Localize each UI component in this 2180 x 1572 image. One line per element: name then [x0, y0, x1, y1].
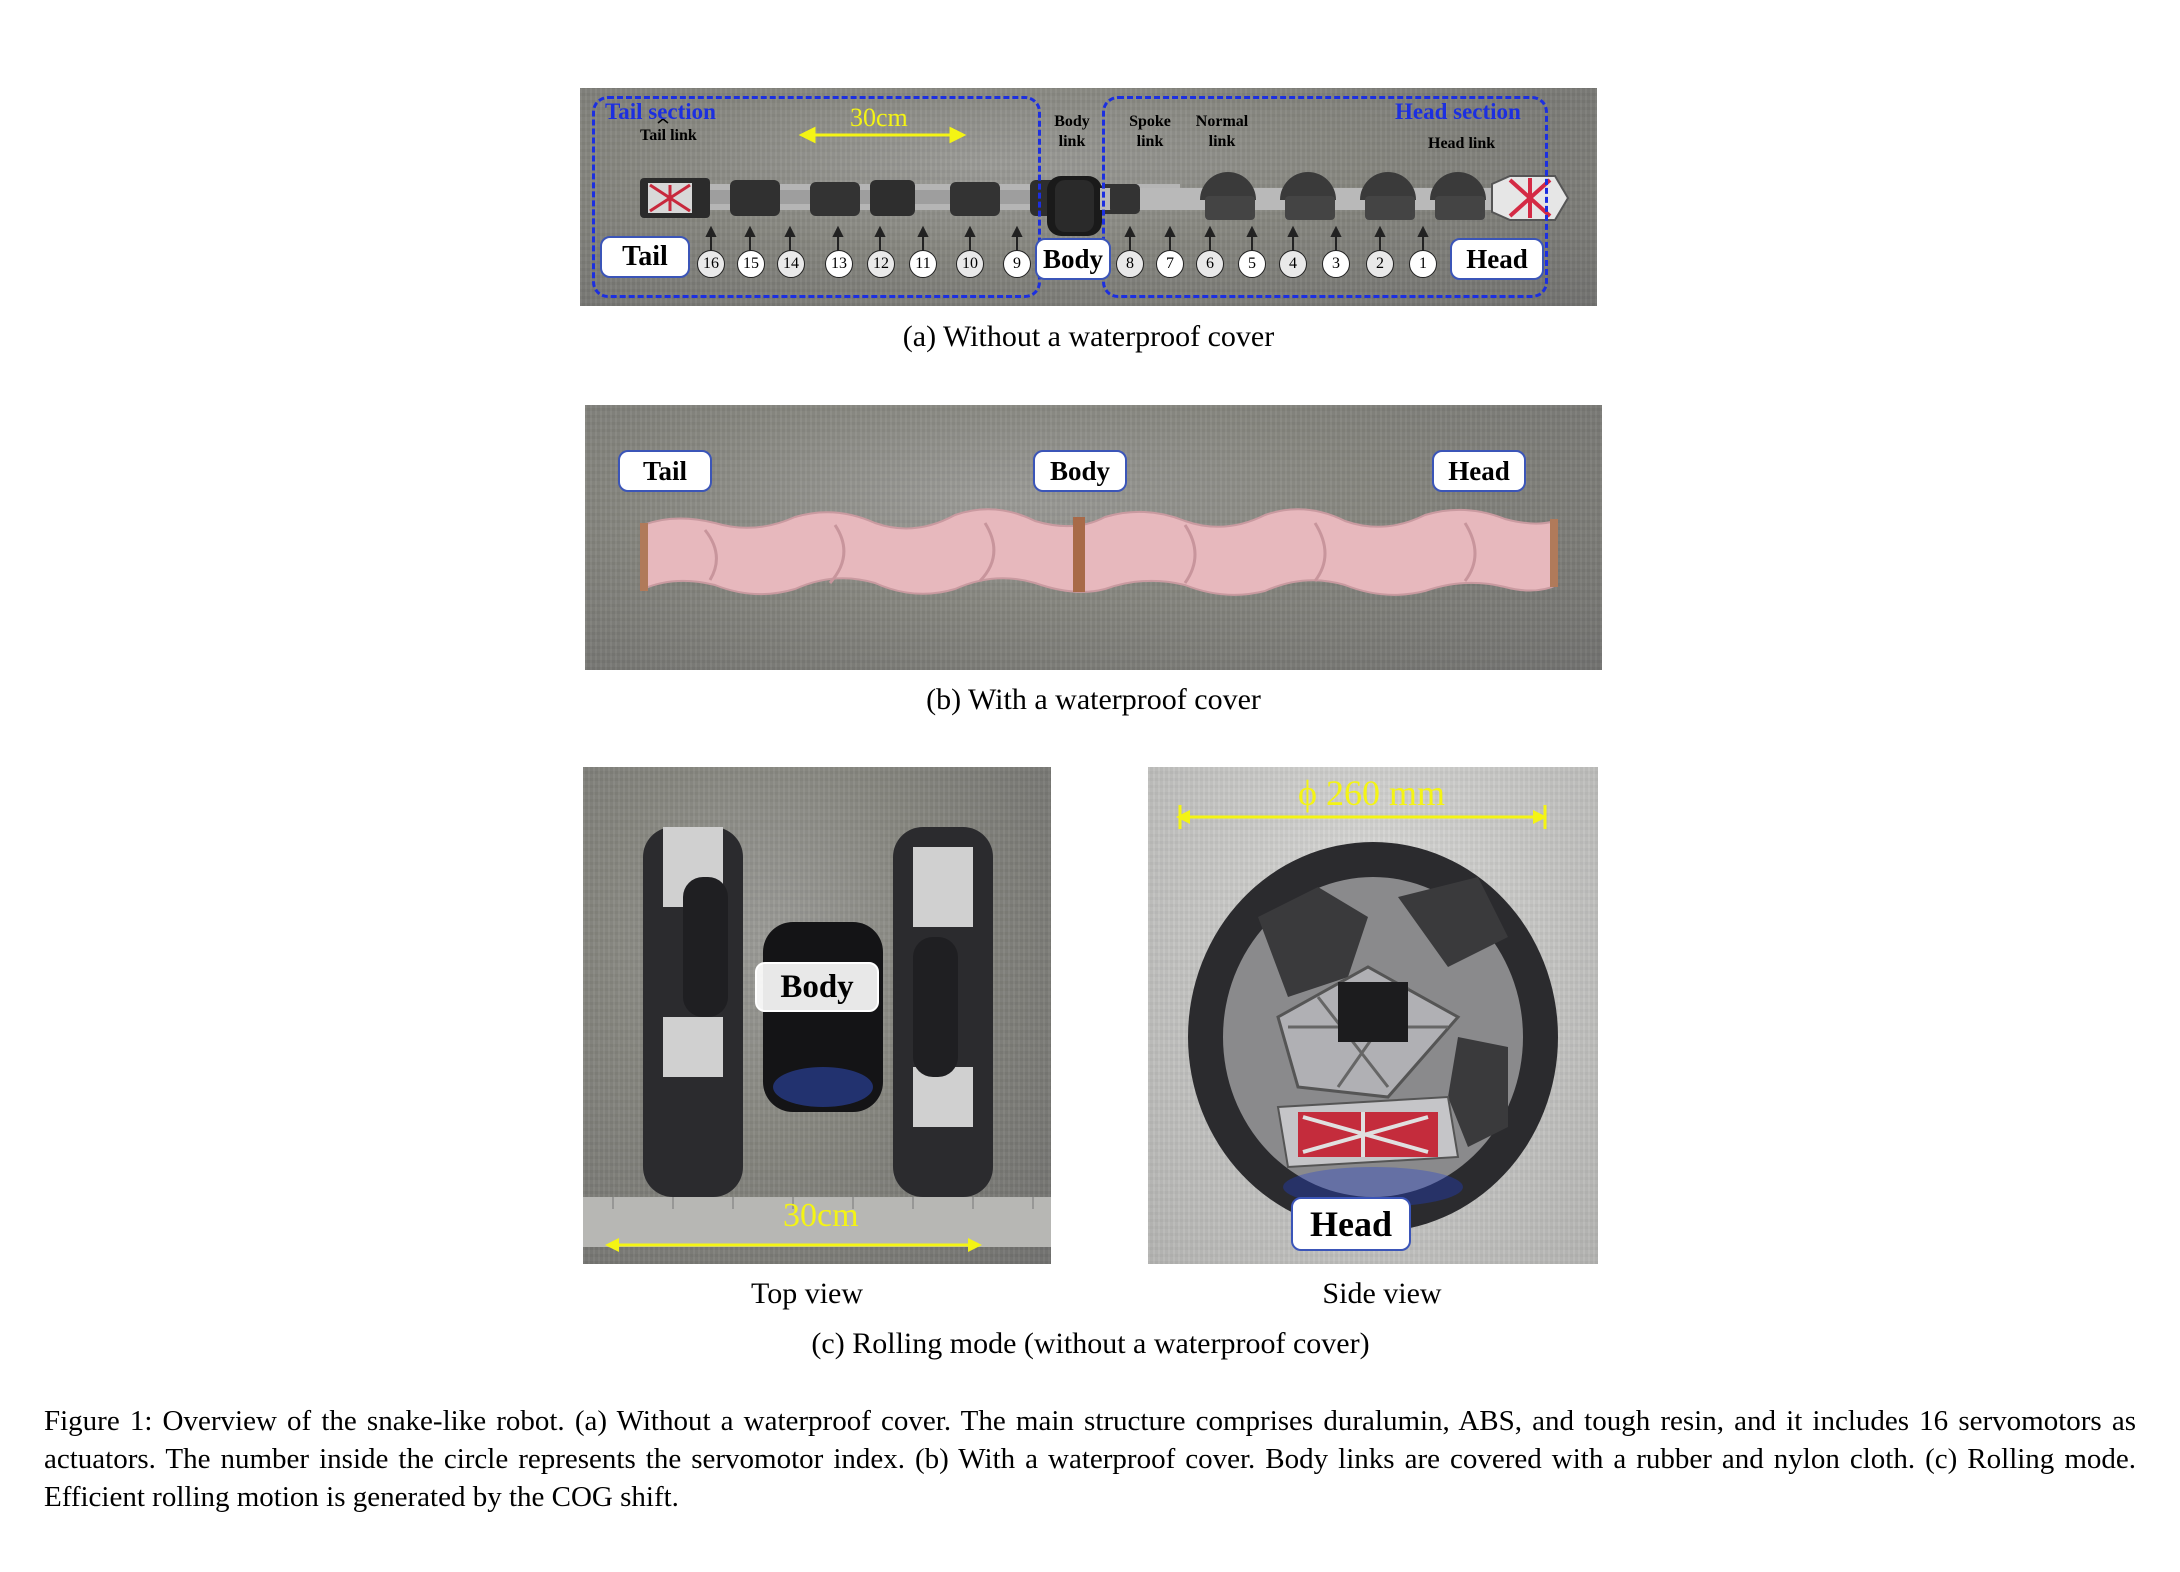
head-label-a: Head — [1450, 238, 1544, 280]
diameter-label: ϕ 260 mm — [1298, 773, 1445, 813]
servo-index: 10 — [956, 250, 984, 278]
photo-with-cover: Tail Body Head — [585, 405, 1602, 670]
servo-index: 7 — [1156, 250, 1184, 278]
tail-label-a: Tail — [600, 236, 690, 278]
scale-label-a: 30cm — [850, 103, 908, 132]
tail-link-bracket — [657, 118, 669, 124]
spoke-link-label: Spoke link — [1129, 113, 1171, 150]
caption-a: (a) Without a waterproof cover — [902, 320, 1275, 353]
servo-index: 8 — [1116, 250, 1144, 278]
body-link-label: Body link — [1054, 113, 1090, 150]
tail-module — [640, 178, 710, 218]
normal-link-label: Normal link — [1195, 113, 1249, 150]
side-view-label: Side view — [1322, 1277, 1442, 1310]
caption-b: (b) With a waterproof cover — [926, 683, 1261, 716]
top-view-label: Top view — [750, 1277, 864, 1310]
diameter-arrow — [1176, 805, 1547, 829]
head-module — [1491, 175, 1570, 221]
scale-label-top: 30cm — [783, 1197, 859, 1234]
head-chain — [1100, 172, 1500, 220]
body-label-b: Body — [1033, 450, 1127, 492]
caption-c: (c) Rolling mode (without a waterproof c… — [811, 1327, 1370, 1360]
servo-index: 11 — [909, 250, 937, 278]
figure-caption: Figure 1: Overview of the snake-like rob… — [44, 1405, 2136, 1513]
tail-link-label: Tail link — [640, 127, 697, 144]
scale-arrow-top — [605, 1238, 982, 1252]
servo-index: 16 — [697, 250, 725, 278]
servo-index: 5 — [1238, 250, 1266, 278]
top-view-illustration — [583, 827, 1051, 1247]
servo-index: 4 — [1279, 250, 1307, 278]
servo-index: 12 — [867, 250, 895, 278]
servo-index: 14 — [777, 250, 805, 278]
side-view-illustration — [1188, 842, 1558, 1232]
body-label-a: Body — [1035, 238, 1111, 280]
scale-arrow — [798, 126, 967, 144]
photo-top-view: Body 30cm — [583, 767, 1051, 1264]
body-label-c: Body — [755, 962, 879, 1012]
servo-index: 1 — [1409, 250, 1437, 278]
tail-section-title: Tail section — [605, 99, 716, 124]
servo-index: 2 — [1366, 250, 1394, 278]
photo-without-cover: Tail section Head section Tail link 30cm… — [580, 88, 1597, 306]
tail-label-b: Tail — [618, 450, 712, 492]
head-section-title: Head section — [1395, 99, 1521, 124]
servo-index: 6 — [1196, 250, 1224, 278]
servo-index: 3 — [1322, 250, 1350, 278]
servo-index: 9 — [1003, 250, 1031, 278]
body-wheel — [1047, 176, 1102, 236]
head-label-b: Head — [1432, 450, 1526, 492]
tail-section-box — [592, 96, 1041, 298]
head-label-c: Head — [1291, 1197, 1411, 1251]
servo-index: 15 — [737, 250, 765, 278]
head-section-box — [1102, 96, 1548, 298]
waterproof-cover-illustration — [640, 508, 1559, 596]
photo-side-view: ϕ 260 mm Head — [1148, 767, 1598, 1264]
snake-robot-illustration — [640, 118, 1570, 258]
head-link-label: Head link — [1428, 135, 1496, 152]
servo-index: 13 — [825, 250, 853, 278]
